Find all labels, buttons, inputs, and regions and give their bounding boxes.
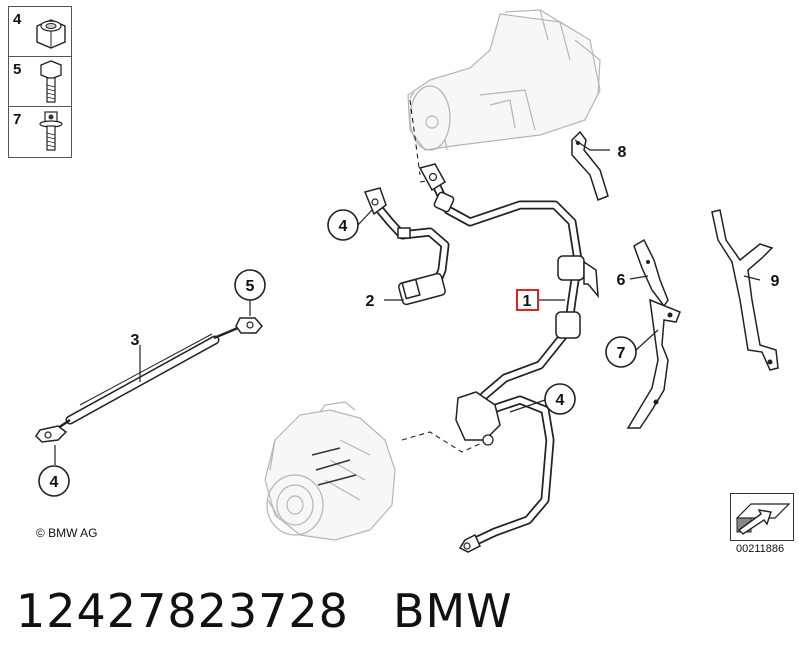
cable-part-2[interactable] — [363, 187, 450, 306]
callout-label: 4 — [50, 474, 59, 491]
copyright-note: © BMW AG — [36, 526, 98, 540]
bracket-part-6[interactable] — [633, 238, 669, 308]
fastener-legend: 4 5 7 — [8, 6, 72, 158]
callout-8[interactable]: 8 — [618, 144, 627, 161]
starter-motor-ghost — [407, 9, 601, 151]
legend-number: 7 — [13, 111, 22, 128]
callout-4-right[interactable]: 4 — [544, 383, 576, 415]
callout-5[interactable]: 5 — [234, 269, 266, 301]
callout-9[interactable]: 9 — [771, 273, 780, 290]
leader-lines — [54, 139, 761, 465]
part-number: 12427823728 — [16, 584, 349, 638]
callout-label: 1 — [523, 293, 532, 310]
parts-diagram: .ghost { fill:none; stroke:#b5b5b5; stro… — [35, 9, 780, 553]
bracket-part-9[interactable] — [711, 209, 779, 371]
flange-bolt-icon — [39, 111, 63, 151]
legend-row-nut[interactable]: 4 — [9, 7, 71, 57]
callout-label: 7 — [617, 345, 626, 362]
assembly-line — [401, 431, 489, 453]
callout-label: 8 — [618, 144, 627, 161]
drawing-thumbnail — [730, 493, 794, 541]
alternator-fins — [311, 447, 357, 486]
hex-bolt-icon — [40, 60, 62, 103]
hex-nut-icon — [36, 19, 66, 49]
bracket-part-7[interactable] — [626, 298, 681, 429]
legend-row-flange-bolt[interactable]: 7 — [9, 107, 71, 156]
callout-label: 4 — [556, 392, 565, 409]
callout-3[interactable]: 3 — [131, 332, 140, 349]
alternator-ghost — [264, 401, 396, 541]
battery-cable-part-1[interactable] — [418, 163, 599, 553]
ground-strap-part-3[interactable] — [35, 317, 263, 443]
callout-label: 3 — [131, 332, 140, 349]
callout-label: 6 — [617, 272, 626, 289]
assembly-line — [409, 99, 421, 176]
callout-label: 9 — [771, 273, 780, 290]
callout-6[interactable]: 6 — [617, 272, 626, 289]
callout-4-top[interactable]: 4 — [327, 209, 359, 241]
legend-number: 5 — [13, 61, 22, 78]
arrow-logo-icon — [735, 503, 791, 535]
callout-label: 2 — [366, 293, 375, 310]
brand-name: BMW — [392, 584, 513, 638]
callout-label: 5 — [246, 278, 255, 295]
part-number-caption: 12427823728 BMW — [16, 584, 513, 638]
callout-4-left[interactable]: 4 — [38, 465, 70, 497]
legend-row-bolt[interactable]: 5 — [9, 57, 71, 107]
callout-1-highlight[interactable]: 1 — [516, 289, 539, 311]
callout-7[interactable]: 7 — [605, 336, 637, 368]
legend-number: 4 — [13, 11, 22, 28]
callout-2[interactable]: 2 — [366, 293, 375, 310]
drawing-id: 00211886 — [736, 543, 785, 555]
callout-label: 4 — [339, 218, 348, 235]
